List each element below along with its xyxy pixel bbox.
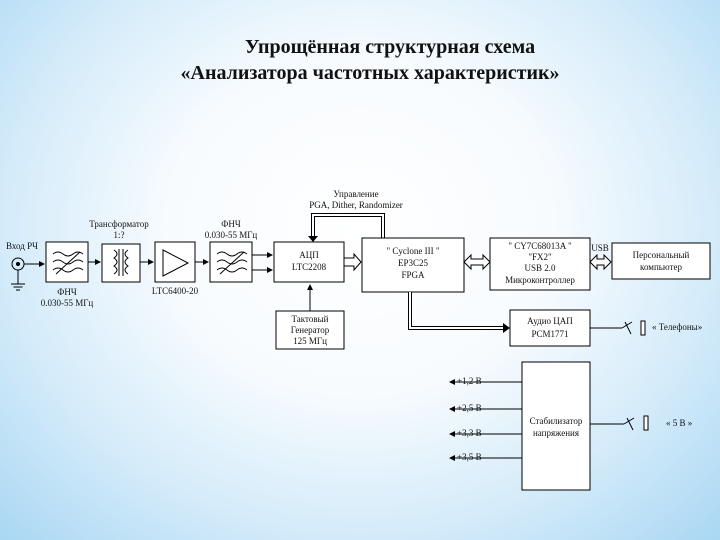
fpga-part: EP3C25 [398,258,429,268]
lpf-out-range: 0.030-55 МГц [205,230,258,240]
lpf-in-range: 0.030-55 МГц [41,298,94,308]
fpga-block [361,237,465,293]
title-line-2: «Анализатора частотных характеристик» [180,62,560,84]
usb-label: USB [591,243,609,253]
transformer-block [101,243,141,283]
control-bus [308,213,385,242]
supply-jack-icon [590,415,649,431]
input-lpf-block [45,241,89,283]
rail-2: +2,5 В [457,403,482,413]
fpga-type: FPGA [401,270,425,280]
title-line-1: Упрощённая структурная схема [244,36,536,58]
reg-line-1: Стабилизатор [530,416,583,426]
adc-fpga-bus [343,252,362,272]
control-label: Управление [333,189,378,199]
phones-label: « Телефоны» [652,322,702,332]
amplifier-block [154,241,196,283]
voltage-regulator-block [521,361,591,491]
amplifier-label: LTC6400-20 [152,286,199,296]
rail-4: +3,5 В [457,452,482,462]
mcu-usb: USB 2.0 [524,263,556,273]
input-rf-label: Вход РЧ [6,241,38,251]
mcu-alias: "FX2" [528,252,552,262]
supply-label: « 5 В » [666,418,692,428]
power-rails [449,379,522,461]
fpga-mcu-bus [463,253,491,271]
control-signals: PGA, Dither, Randomizer [309,200,403,210]
fpga-audio-bus [408,292,510,333]
pc-line-2: компьютер [640,262,682,272]
adc-name: АЦП [299,250,319,260]
fpga-name: " Cyclone III " [386,246,439,256]
rail-3: +3,3 В [457,428,482,438]
phones-jack-icon [590,320,646,336]
lpf-in-label: ФНЧ [57,287,77,297]
audio-line-2: PCM1771 [531,329,568,339]
adc-part: LTC2208 [292,262,327,272]
clock-line-3: 125 МГц [293,336,327,346]
audio-dac-block [509,309,591,347]
audio-line-1: Аудио ЦАП [527,316,573,326]
pc-block [611,242,711,280]
mcu-name: " CY7C68013A " [508,241,572,251]
clock-generator-block [275,284,345,350]
transformer-label: Трансформатор [89,219,149,229]
output-lpf-block [209,241,253,283]
usb-bus [589,253,612,271]
mcu-block [489,237,591,291]
lpf-out-label: ФНЧ [221,219,241,229]
rf-input-connector [11,257,25,291]
mcu-type: Микроконтроллер [505,275,575,285]
reg-line-2: напряжения [533,428,579,438]
rail-1: +1,2 В [457,376,482,386]
slide-title: Упрощённая структурная схема «Анализатор… [0,34,720,86]
pc-line-1: Персональный [633,250,690,260]
transformer-ratio: 1:? [114,230,125,240]
clock-line-1: Тактовый [292,314,329,324]
clock-line-2: Генератор [291,325,330,335]
